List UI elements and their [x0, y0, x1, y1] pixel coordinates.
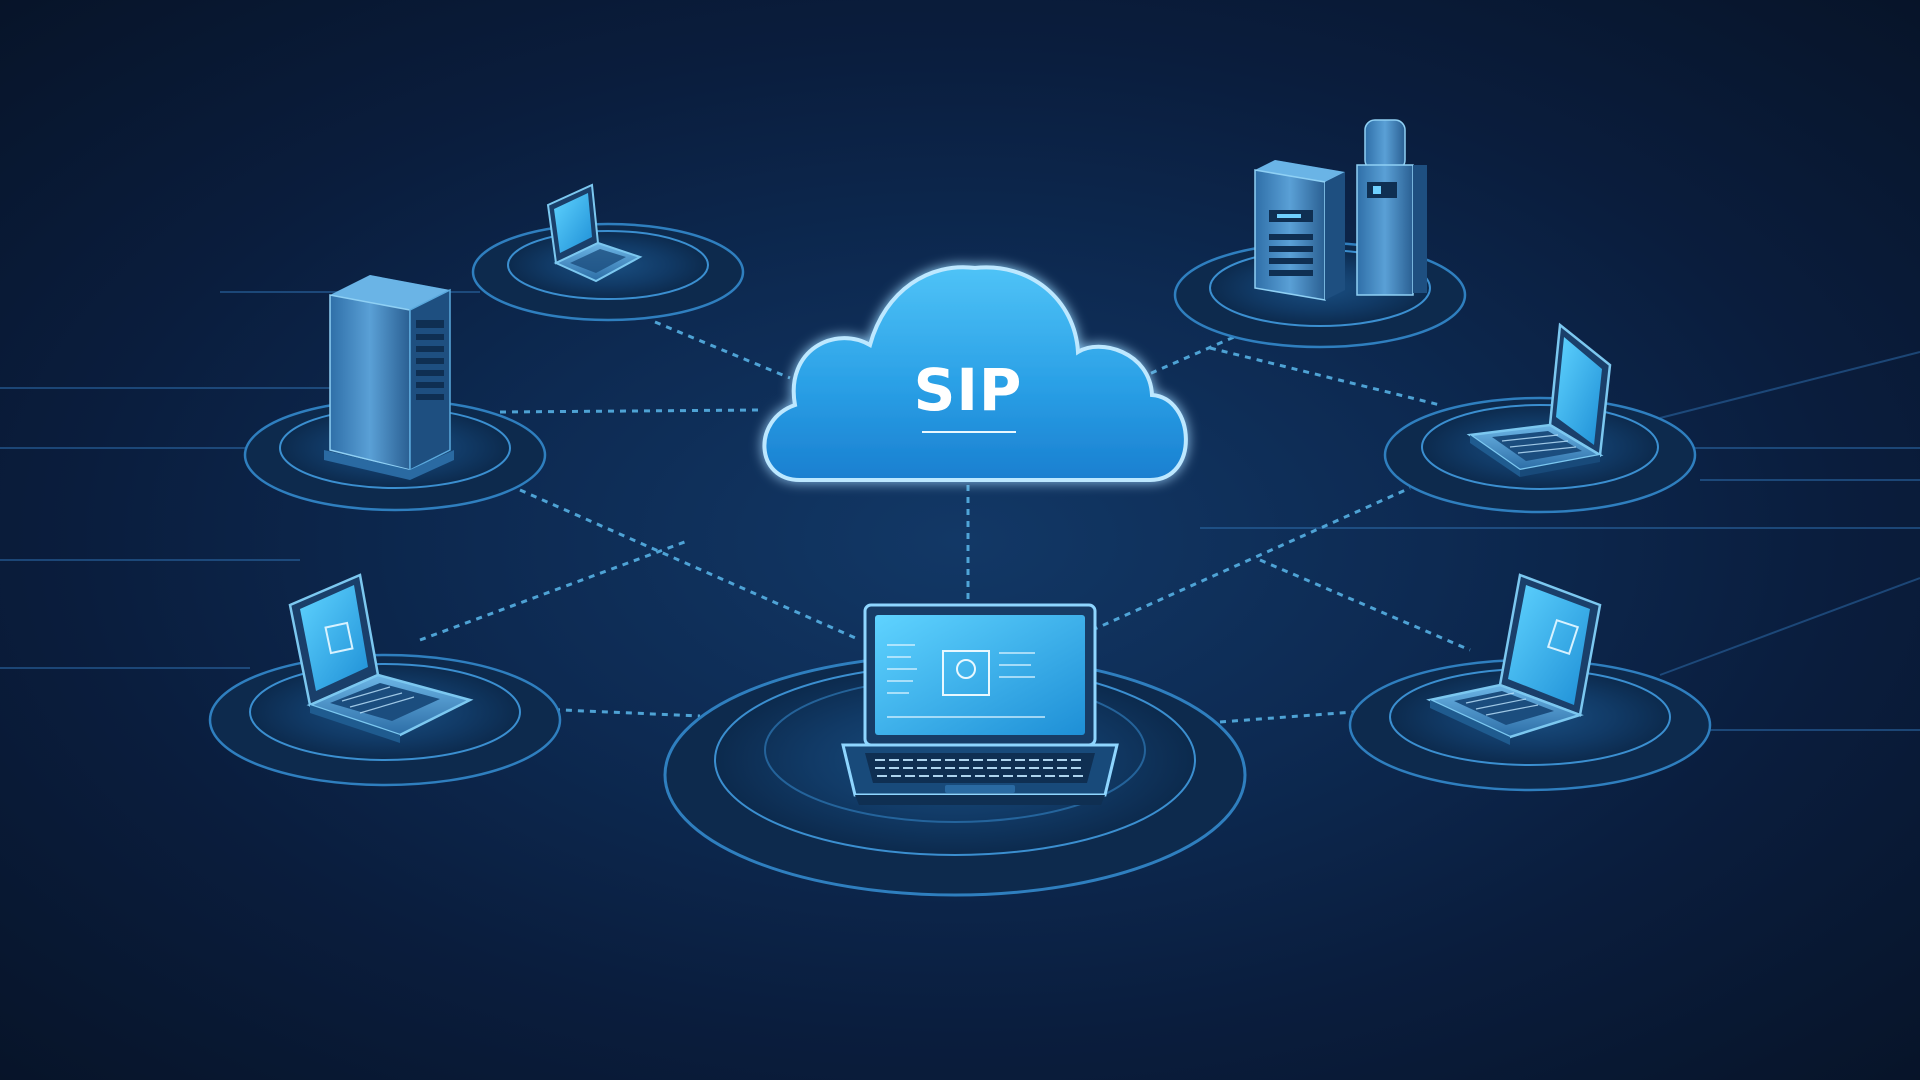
- link-cloud-laptop-right: [1209, 346, 1441, 407]
- link-laptop-bottom-right-center: [1259, 558, 1471, 652]
- laptop-icon[interactable]: [288, 573, 474, 743]
- link-laptop-right-center: [1069, 486, 1411, 642]
- streak: [1659, 577, 1920, 676]
- link-server-left-center: [519, 488, 861, 642]
- cloud-icon[interactable]: [762, 265, 1188, 482]
- streak: [1659, 351, 1920, 419]
- link-cloud-servers-top-right: [1139, 328, 1251, 380]
- laptop-icon[interactable]: [1466, 322, 1612, 477]
- link-laptop-bottom-left-center: [419, 538, 691, 642]
- cloud-label: SIP: [914, 356, 1023, 424]
- server-pair-icon[interactable]: [1254, 119, 1427, 301]
- link-cloud-laptop-top-left: [654, 320, 791, 380]
- server-tower-icon[interactable]: [324, 275, 454, 480]
- laptop-icon[interactable]: [841, 603, 1119, 805]
- link-cloud-server-left: [499, 408, 761, 414]
- laptop-icon[interactable]: [546, 183, 643, 283]
- laptop-icon[interactable]: [1426, 573, 1602, 745]
